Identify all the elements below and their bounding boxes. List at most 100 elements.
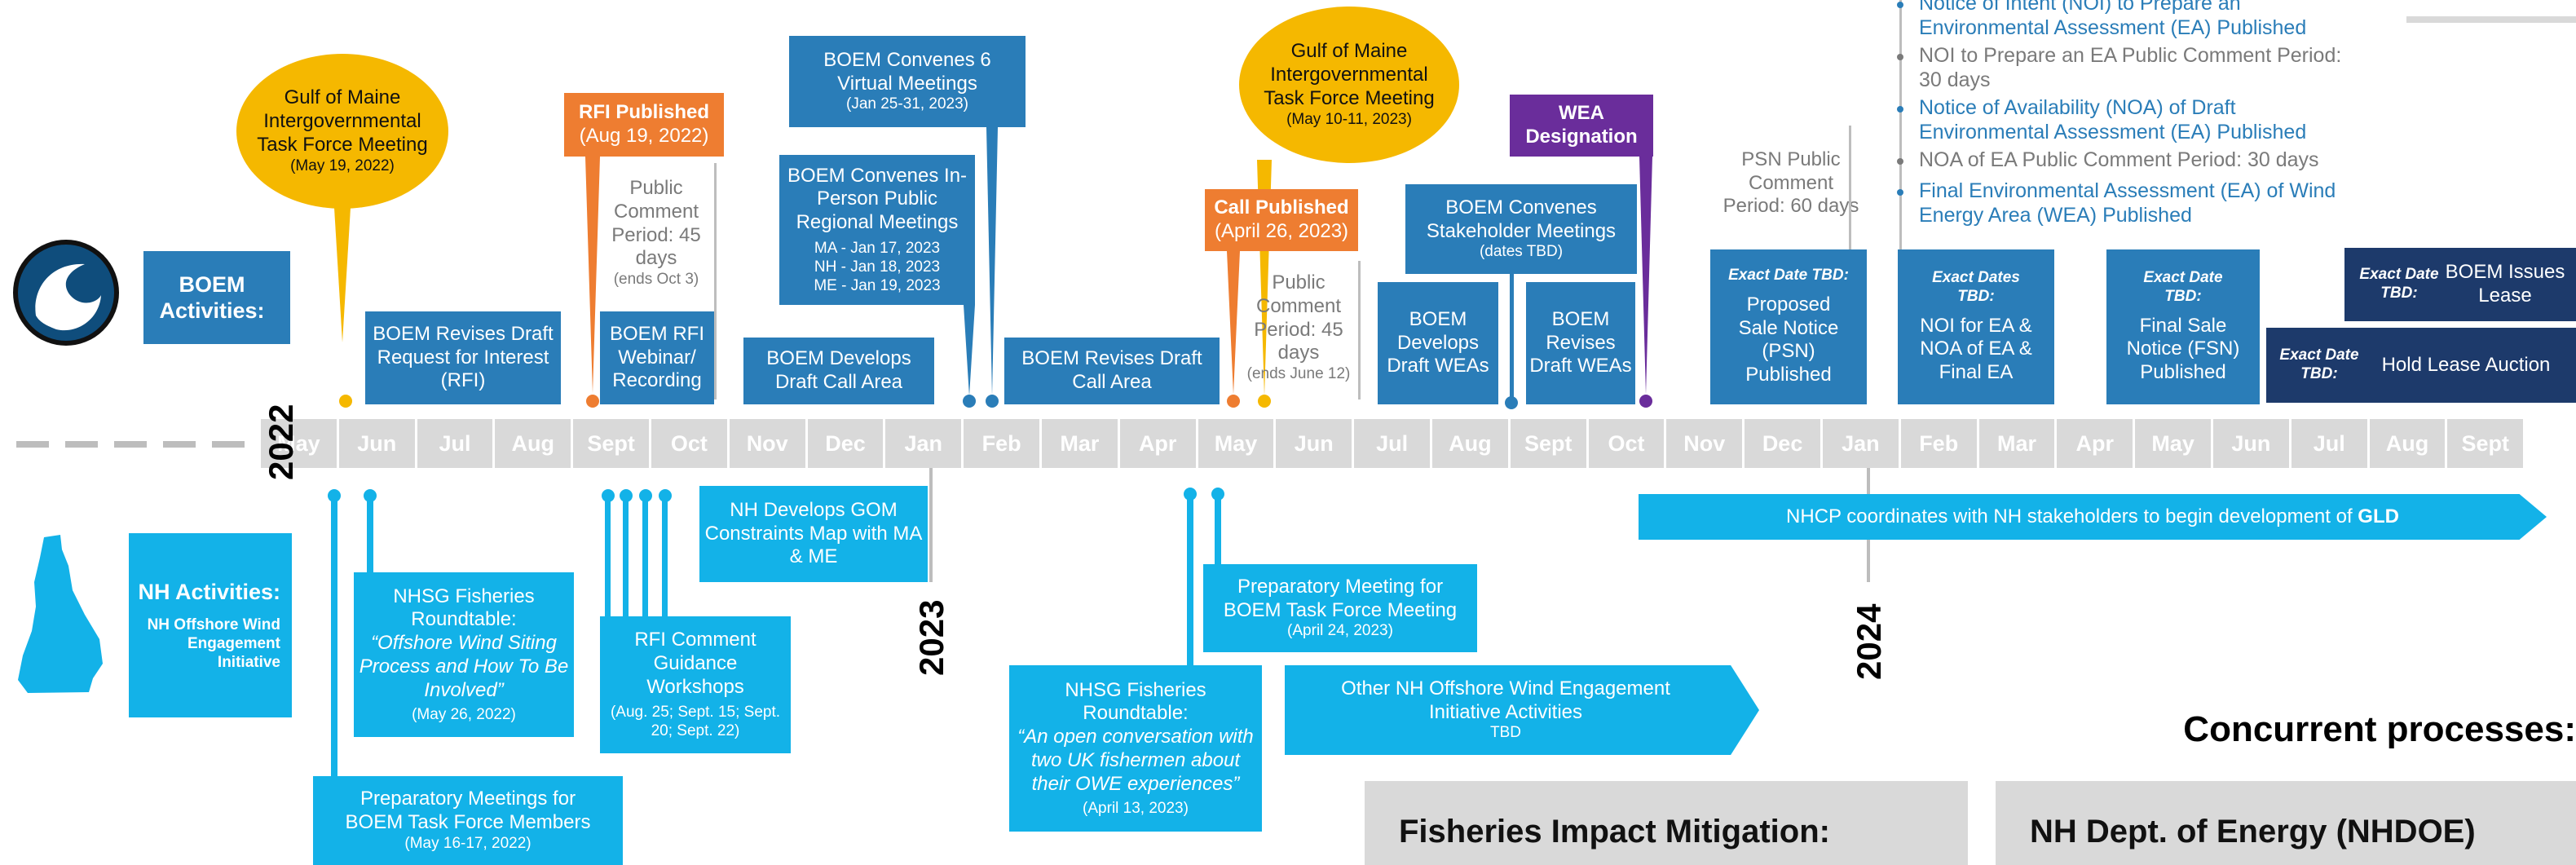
- month-cell: Aug: [495, 419, 571, 468]
- month-cell: Jun: [338, 419, 415, 468]
- rfi-workshop-stem: [623, 497, 629, 620]
- final-sale-notice: Exact Date TBD: Final Sale Notice (FSN) …: [2106, 249, 2260, 404]
- boem-wave-logo: [11, 238, 121, 347]
- gulf2-title: Gulf of Maine Intergovernmental Task For…: [1264, 40, 1435, 109]
- rfi-workshops-title: RFI Comment Guidance Workshops: [634, 629, 756, 698]
- ea-bullet: [1897, 158, 1903, 165]
- year-label-2023: 2023: [912, 599, 951, 676]
- month-cell: Dec: [807, 419, 884, 468]
- timeline-dash-left: [16, 441, 261, 448]
- new-hampshire-map-icon: [11, 533, 109, 696]
- month-cell: Feb: [964, 419, 1039, 468]
- rfi-comment-date: (ends Oct 3): [613, 271, 699, 289]
- month-cell: Jul: [1354, 419, 1430, 468]
- call-stem: [1227, 251, 1240, 395]
- month-cell: Nov: [1666, 419, 1743, 468]
- virtual-stem: [986, 127, 998, 396]
- lease-tbd: Exact Date TBD:: [2359, 266, 2439, 302]
- ea-list-rule: [1899, 0, 1902, 253]
- boem-revises-weas: BOEM Revises Draft WEAs: [1526, 282, 1635, 404]
- prep-tf-date: (May 16-17, 2022): [404, 834, 532, 852]
- gulf2-marker: [1258, 395, 1271, 408]
- boem-revises-call-area: BOEM Revises Draft Call Area: [1004, 338, 1220, 404]
- nhsg2-stem: [1187, 496, 1193, 669]
- month-cell: Aug: [1432, 419, 1508, 468]
- month-cell: Jun: [2213, 419, 2289, 468]
- prep-tf-title: Preparatory Meetings for BOEM Task Force…: [345, 788, 591, 834]
- psn-published: Exact Date TBD: Proposed Sale Notice (PS…: [1710, 249, 1867, 404]
- boem-revises-rfi: BOEM Revises Draft Request for Interest …: [365, 311, 561, 404]
- rfi-workshops-date: (Aug. 25; Sept. 15; Sept. 20; Sept. 22): [610, 704, 781, 740]
- nhsg1-date: (May 26, 2022): [412, 705, 516, 723]
- stakeholder-title: BOEM Convenes Stakeholder Meetings: [1426, 196, 1617, 242]
- nh-gom-constraints-map: NH Develops GOM Constraints Map with MA …: [699, 486, 928, 582]
- prep-meetings-task-force: Preparatory Meetings for BOEM Task Force…: [313, 776, 623, 865]
- noi-tbd: Exact Dates TBD:: [1932, 269, 2020, 305]
- month-cell: Oct: [651, 419, 727, 468]
- stakeholder-date: (dates TBD): [1479, 243, 1564, 261]
- month-cell: Apr: [2057, 419, 2133, 468]
- prep2-title: Preparatory Meeting for BOEM Task Force …: [1223, 575, 1458, 621]
- rfi-published-title: RFI Published: [578, 101, 709, 124]
- nh-activities-title: NH Activities:: [138, 579, 280, 604]
- virtual-marker: [986, 395, 999, 408]
- month-cell: Nov: [729, 419, 805, 468]
- ea-list-item: NOA of EA Public Comment Period: 30 days: [1919, 148, 2319, 171]
- call-published-title: Call Published: [1214, 196, 1349, 219]
- inperson-title: BOEM Convenes In-Person Public Regional …: [787, 164, 968, 234]
- rfi-workshop-stem: [642, 497, 648, 620]
- boem-issues-lease: Exact Date TBD: BOEM Issues Lease: [2344, 248, 2576, 321]
- stakeholder-stem: [1510, 274, 1514, 398]
- month-cell: Mar: [1042, 419, 1118, 468]
- boem-draft-call-area: BOEM Develops Draft Call Area: [743, 338, 934, 404]
- noi-noa-final-ea: Exact Dates TBD: NOI for EA & NOA of EA …: [1898, 249, 2054, 404]
- month-cell: Mar: [1978, 419, 2055, 468]
- nhsg1-title: NHSG Fisheries Roundtable:: [393, 585, 535, 631]
- gulf1-title: Gulf of Maine Intergovernmental Task For…: [257, 86, 428, 156]
- inperson-stem: [964, 305, 975, 396]
- other-title: Other NH Offshore Wind Engagement Initia…: [1341, 677, 1670, 723]
- virtual-title: BOEM Convenes 6 Virtual Meetings: [823, 48, 991, 95]
- month-cell: Feb: [1900, 419, 1977, 468]
- call-published: Call Published (April 26, 2023): [1205, 189, 1358, 251]
- fsn-text: Final Sale Notice (FSN) Published: [2126, 314, 2240, 384]
- psn-tbd: Exact Date TBD:: [1728, 267, 1849, 284]
- month-cell: Sept: [573, 419, 649, 468]
- rfi-published: RFI Published (Aug 19, 2022): [564, 93, 724, 157]
- call-marker: [1227, 395, 1240, 408]
- month-cell: May: [1198, 419, 1274, 468]
- month-cell: May: [261, 419, 337, 468]
- virtual-date: (Jan 25-31, 2023): [846, 95, 968, 113]
- nh-activities-label: NH Activities: NH Offshore Wind Engageme…: [129, 533, 292, 717]
- month-cell: Jul: [2291, 419, 2367, 468]
- ea-bullet: [1897, 106, 1903, 113]
- month-cell: Jul: [417, 419, 493, 468]
- noi-text: NOI for EA & NOA of EA & Final EA: [1920, 314, 2032, 384]
- prep2-date: (April 24, 2023): [1287, 622, 1393, 640]
- other-nh-activities: Other NH Offshore Wind Engagement Initia…: [1285, 665, 1759, 755]
- boem-rfi-webinar: BOEM RFI Webinar/ Recording: [600, 311, 714, 404]
- nhsg1-quote: “Offshore Wind Siting Process and How To…: [359, 632, 569, 701]
- psn-text: Proposed Sale Notice (PSN) Published: [1738, 293, 1839, 386]
- fsn-tbd: Exact Date TBD:: [2143, 269, 2223, 305]
- fisheries-impact-section: Fisheries Impact Mitigation:: [1365, 781, 1968, 865]
- prep2-stem: [1215, 496, 1221, 566]
- nhsg1-stem: [367, 497, 373, 576]
- rfi-workshop-stem: [662, 497, 668, 620]
- year-label-2024: 2024: [1850, 603, 1888, 680]
- month-cell: Jun: [1276, 419, 1352, 468]
- wea-marker: [1639, 395, 1652, 408]
- month-cell: Sept: [1510, 419, 1586, 468]
- month-cell: Jan: [1823, 419, 1899, 468]
- boem-stakeholder-meetings: BOEM Convenes Stakeholder Meetings (date…: [1405, 184, 1637, 274]
- call-comment-bracket: [1358, 261, 1361, 399]
- year-divider-2023: [929, 468, 933, 582]
- month-cell: Sept: [2447, 419, 2524, 468]
- gulf1-marker: [339, 395, 352, 408]
- rfi-comment-period: Public Comment Period: 45 days (ends Oct…: [603, 163, 709, 303]
- call-comment-date: (ends June 12): [1246, 365, 1351, 383]
- top-right-rule: [2406, 16, 2576, 23]
- month-cell: Apr: [1119, 419, 1196, 468]
- rfi-workshop-stem: [605, 497, 611, 620]
- rfi-comment-text: Public Comment Period: 45 days: [611, 177, 701, 270]
